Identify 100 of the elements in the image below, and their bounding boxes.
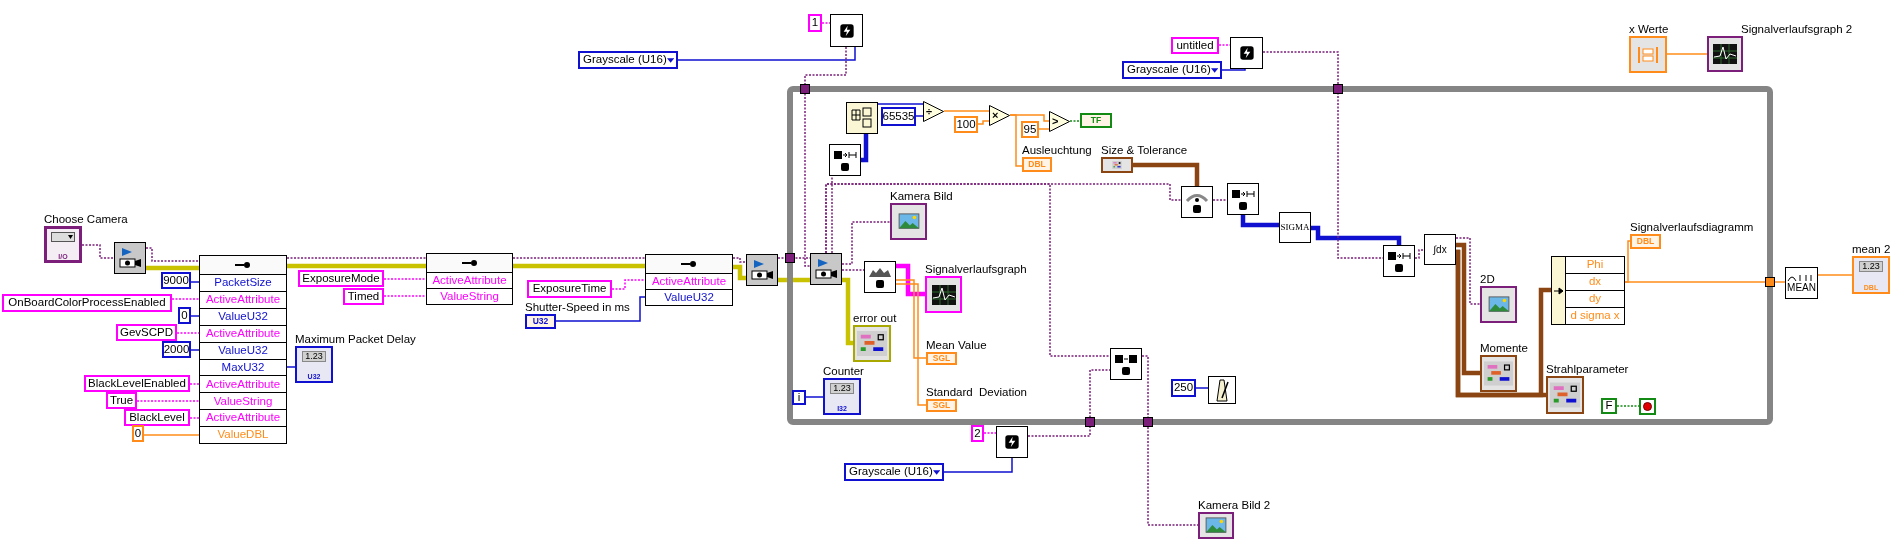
wire — [1624, 240, 1631, 283]
wire — [831, 175, 833, 254]
terminal: TF — [1080, 113, 1112, 128]
dropdown-constant: Grayscale (U16) — [844, 463, 944, 481]
numeric-constant: 0 — [132, 425, 144, 442]
terminal-label: 2D — [1480, 272, 1495, 286]
wire — [146, 265, 199, 271]
property-name: ActiveAttribute — [427, 272, 512, 288]
property-node — [426, 253, 513, 305]
wire — [677, 46, 856, 61]
numeric-constant: 0 — [178, 307, 191, 324]
numeric-constant: i — [792, 390, 806, 405]
terminal-label: Choose Camera — [44, 212, 128, 226]
terminal-label: Kamera Bild 2 — [1198, 498, 1271, 512]
wire — [777, 257, 811, 259]
property-name: ValueU32 — [646, 289, 732, 305]
numeric-constant: 250 — [1171, 379, 1196, 397]
terminal-label: Counter — [823, 364, 864, 378]
wire — [190, 281, 200, 283]
wire — [555, 296, 646, 322]
string-constant: ExposureTime — [527, 280, 612, 298]
boolean-constant: F — [1601, 398, 1617, 414]
string-constant: True — [106, 392, 137, 409]
property-name: ValueU32 — [200, 341, 286, 359]
property-name: ValueU32 — [200, 307, 286, 325]
numeric-value: 1.23 — [302, 351, 326, 362]
wire — [1240, 215, 1279, 228]
cluster-element-name: dx — [1566, 273, 1624, 290]
wire — [1212, 199, 1228, 201]
function-block — [996, 426, 1028, 458]
property-name: ActiveAttribute — [200, 290, 286, 308]
property-name: ValueDBL — [200, 426, 286, 444]
terminal: U32 — [525, 314, 556, 329]
terminal-label: Strahlparameter — [1546, 362, 1629, 376]
string-constant: BlackLevelEnabled — [84, 375, 190, 392]
wire — [778, 277, 810, 283]
wire — [732, 257, 747, 263]
wire — [895, 279, 927, 359]
numeric-value: 1.23 — [1859, 261, 1883, 272]
wire — [1624, 281, 1786, 283]
wire — [943, 457, 1013, 473]
property-name: ActiveAttribute — [200, 375, 286, 393]
terminal-label: mean 2 — [1852, 242, 1891, 256]
wire — [287, 263, 426, 269]
terminal-label: Standard Deviation — [926, 385, 1027, 399]
numeric-constant: 100 — [954, 116, 978, 133]
string-constant: ExposureMode — [298, 270, 384, 287]
wire — [1616, 405, 1640, 407]
block-label: SIGMA — [1280, 223, 1310, 232]
property-node — [645, 254, 733, 306]
wire — [1311, 225, 1402, 245]
function-block — [1279, 212, 1311, 243]
numeric-constant: 65535 — [881, 107, 916, 126]
wire — [1038, 128, 1050, 130]
wire — [1221, 68, 1246, 71]
terminal-label: Maximum Packet Delay — [295, 332, 416, 346]
numeric-constant: 2000 — [162, 341, 191, 358]
stop-button — [1639, 398, 1656, 415]
wire — [895, 283, 927, 406]
property-name: ActiveAttribute — [200, 409, 286, 427]
function-block — [1785, 267, 1818, 299]
terminal-label: Size & Tolerance — [1101, 143, 1188, 157]
function-block — [830, 14, 863, 47]
wire — [1195, 387, 1209, 389]
wire — [983, 432, 997, 434]
string-constant: OnBoardColorProcessEnabled — [2, 294, 172, 312]
wire — [286, 366, 296, 368]
terminal-label: Signalverlaufsdiagramm — [1630, 220, 1754, 234]
cluster-element-name: Phi — [1585, 257, 1605, 273]
property-node — [199, 255, 287, 444]
while-loop-frame — [787, 86, 1773, 425]
wire — [1262, 51, 1384, 259]
wire — [915, 115, 924, 117]
string-constant: GevSCPD — [116, 324, 177, 341]
numeric-constant: 95 — [1021, 121, 1039, 138]
terminal: DBL — [1630, 234, 1661, 249]
numeric-constant: 9000 — [161, 272, 191, 289]
wire — [804, 46, 847, 267]
wire — [1009, 114, 1023, 167]
property-name: ValueString — [200, 392, 286, 410]
terminal: DBL — [1022, 157, 1052, 172]
wire — [1455, 237, 1481, 305]
wire — [733, 264, 746, 281]
function-block — [1230, 37, 1263, 69]
wire — [1133, 162, 1200, 186]
wire — [841, 269, 865, 271]
terminal: SGL — [926, 399, 957, 412]
operator-symbol: × — [992, 108, 999, 122]
terminal-label: Signalverlaufsgraph — [925, 262, 1027, 276]
wire — [1817, 274, 1853, 276]
wire — [896, 263, 925, 297]
property-name: ActiveAttribute — [646, 273, 732, 289]
wire — [1027, 369, 1111, 437]
wire — [861, 134, 869, 163]
wire — [1414, 249, 1425, 259]
wire — [190, 315, 200, 317]
wire — [513, 263, 645, 269]
string-constant: Timed — [343, 288, 384, 305]
wire — [943, 110, 990, 112]
operator-symbol: > — [1052, 114, 1059, 128]
